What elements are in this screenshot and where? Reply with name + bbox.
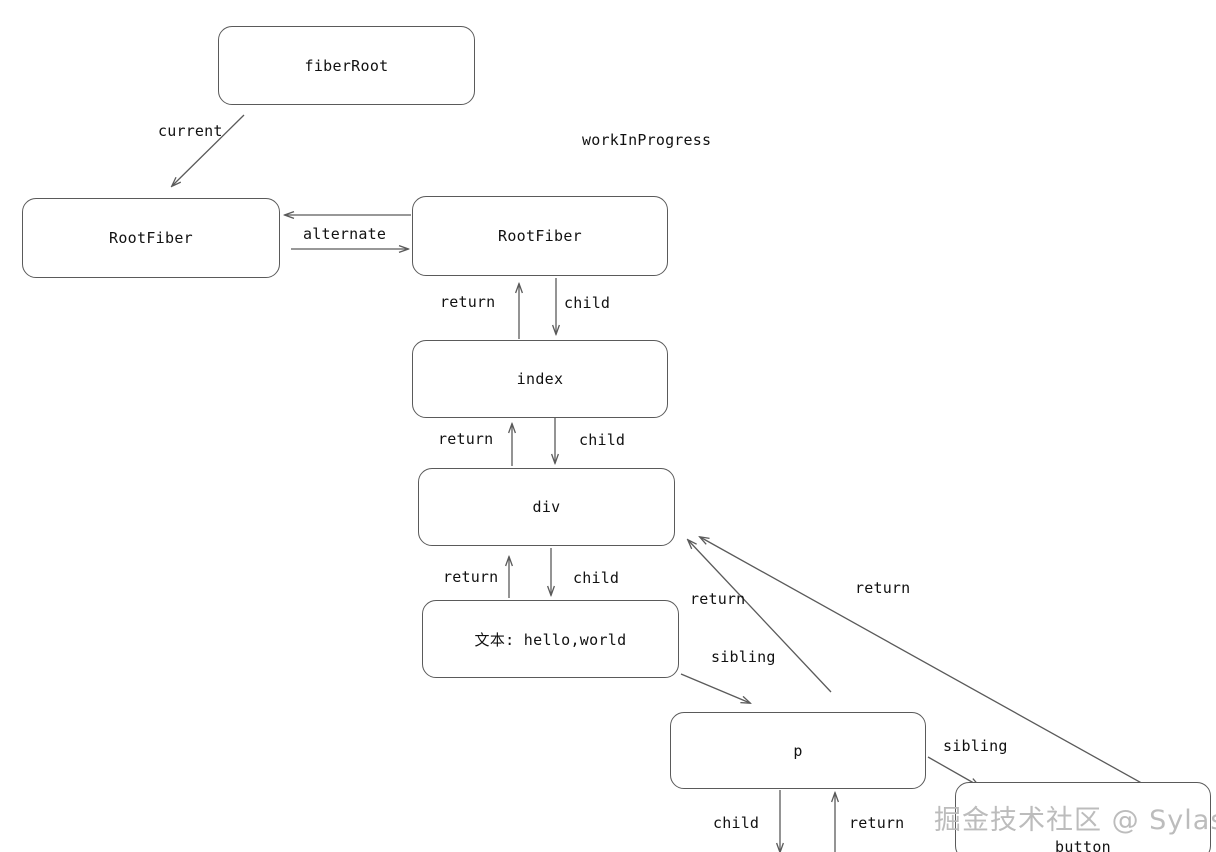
- edge-label-current: current: [158, 122, 223, 140]
- edge-sibling-text-to-p: [680, 673, 750, 703]
- edge-label-return-index: return: [438, 430, 494, 448]
- node-button[interactable]: button: [955, 782, 1211, 852]
- node-rootfiber-current[interactable]: RootFiber: [22, 198, 280, 278]
- edge-label-return-p-bottom: return: [849, 814, 905, 832]
- edge-label-child-rootfiber: child: [564, 294, 611, 312]
- edge-return-p-to-div: [688, 540, 832, 693]
- edge-label-return-rootfiber: return: [440, 293, 496, 311]
- node-label: div: [532, 498, 561, 516]
- edge-label-return-p: return: [690, 590, 746, 608]
- edge-label-child-p: child: [713, 814, 760, 832]
- edge-label-child-div: child: [573, 569, 620, 587]
- node-label: button: [1055, 838, 1111, 852]
- edge-label-sibling-p: sibling: [943, 737, 1008, 755]
- node-label: RootFiber: [498, 227, 582, 245]
- edge-label-return-button: return: [855, 579, 911, 597]
- node-div[interactable]: div: [418, 468, 675, 546]
- watermark: 掘金技术社区 @ Sylas: [934, 805, 1216, 836]
- node-rootfiber-workinprogress[interactable]: RootFiber: [412, 196, 668, 276]
- edge-label-sibling-text: sibling: [711, 648, 776, 666]
- edge-label-alternate: alternate: [303, 225, 387, 243]
- node-index[interactable]: index: [412, 340, 668, 418]
- workinprogress-label: workInProgress: [582, 131, 712, 149]
- node-label: p: [793, 741, 803, 760]
- edge-label-child-index: child: [579, 431, 626, 449]
- edge-label-return-div: return: [443, 568, 499, 586]
- node-text[interactable]: 文本: hello,world: [422, 600, 679, 678]
- node-p[interactable]: p: [670, 712, 926, 789]
- node-fiberroot[interactable]: fiberRoot: [218, 26, 475, 105]
- node-label: RootFiber: [109, 229, 193, 247]
- node-label: 文本: hello,world: [474, 630, 627, 649]
- node-label: fiberRoot: [304, 56, 389, 75]
- node-label: index: [516, 370, 564, 388]
